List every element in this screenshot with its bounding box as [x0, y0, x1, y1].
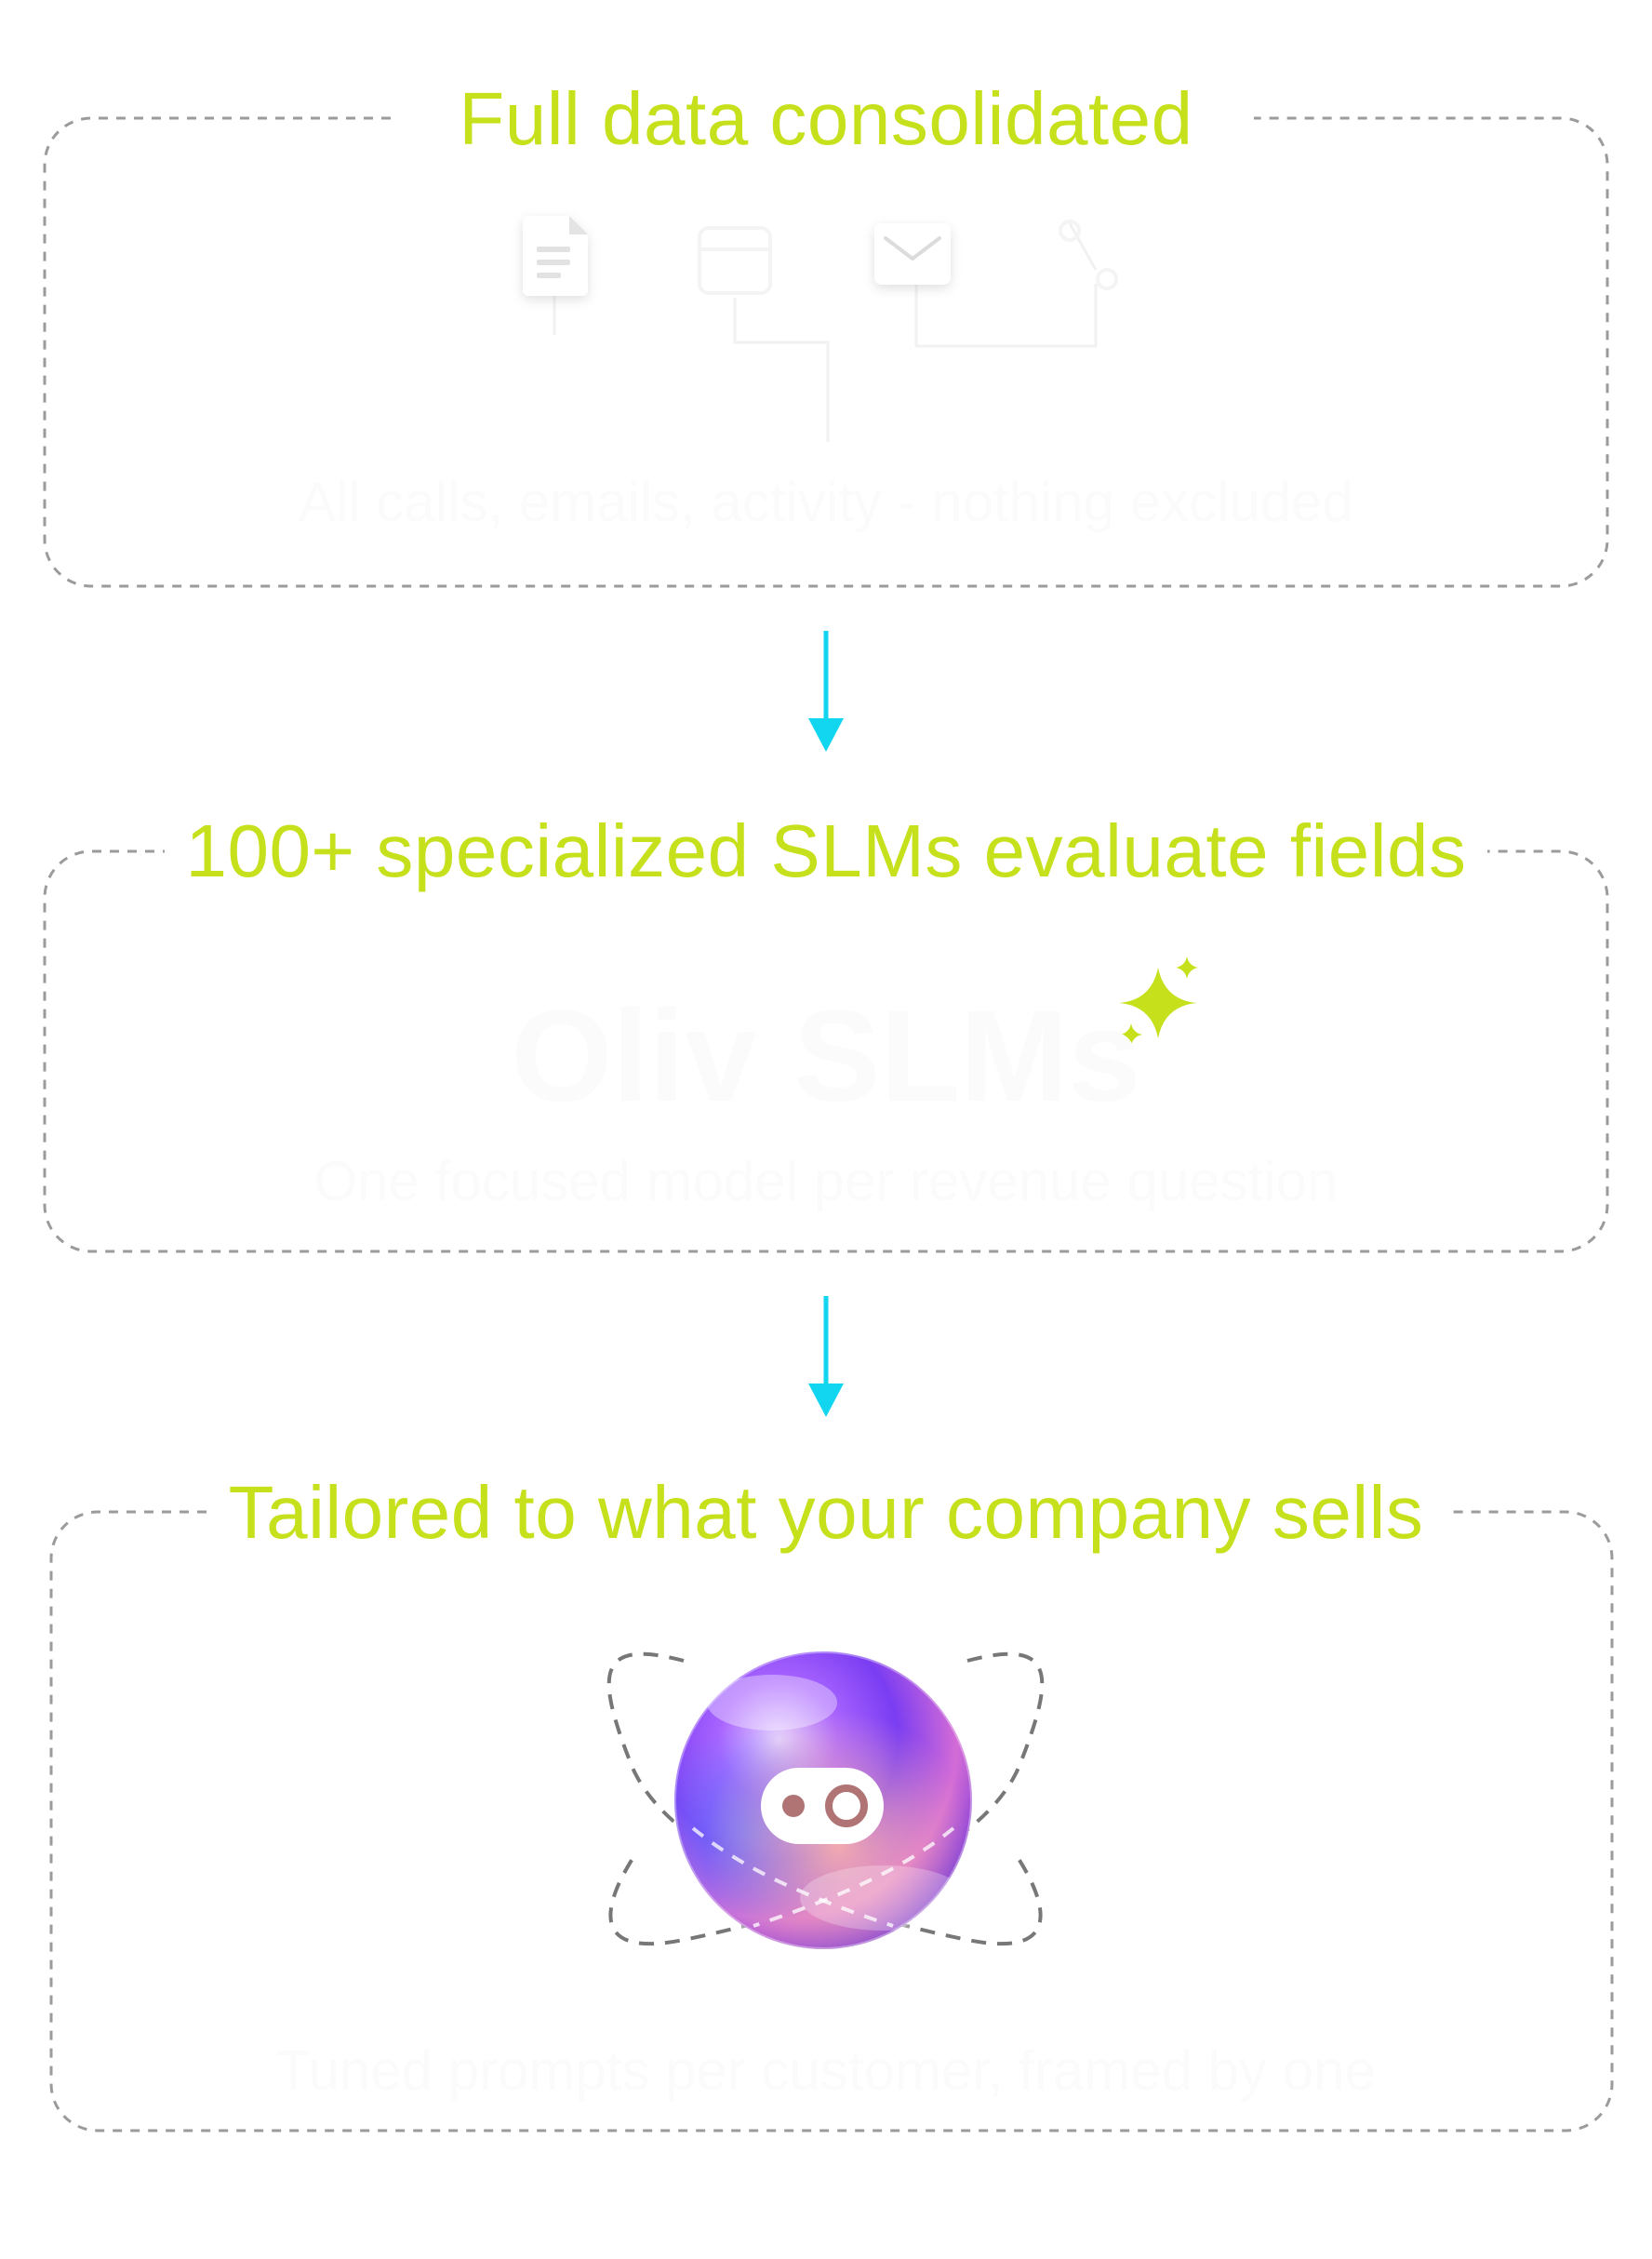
arrow-down-1: [808, 631, 844, 752]
link-icon: [1059, 220, 1118, 290]
stage3-border: [49, 1510, 1614, 2132]
stage2-border: [43, 849, 1609, 1253]
oliv-orb-logo: [673, 1650, 974, 1951]
email-icon: [874, 223, 951, 285]
orbit-front: [691, 1826, 955, 1928]
stage1-connectors: [553, 222, 1098, 442]
stage3-box: [49, 1510, 1614, 2132]
document-icon: [523, 216, 588, 296]
stage1-box: [43, 116, 1609, 588]
stage2-box: [43, 849, 1609, 1253]
sparkle-icon: [1119, 956, 1198, 1046]
arrow-down-2: [808, 1296, 844, 1417]
calendar-icon: [698, 226, 772, 295]
stage1-border: [43, 116, 1609, 588]
